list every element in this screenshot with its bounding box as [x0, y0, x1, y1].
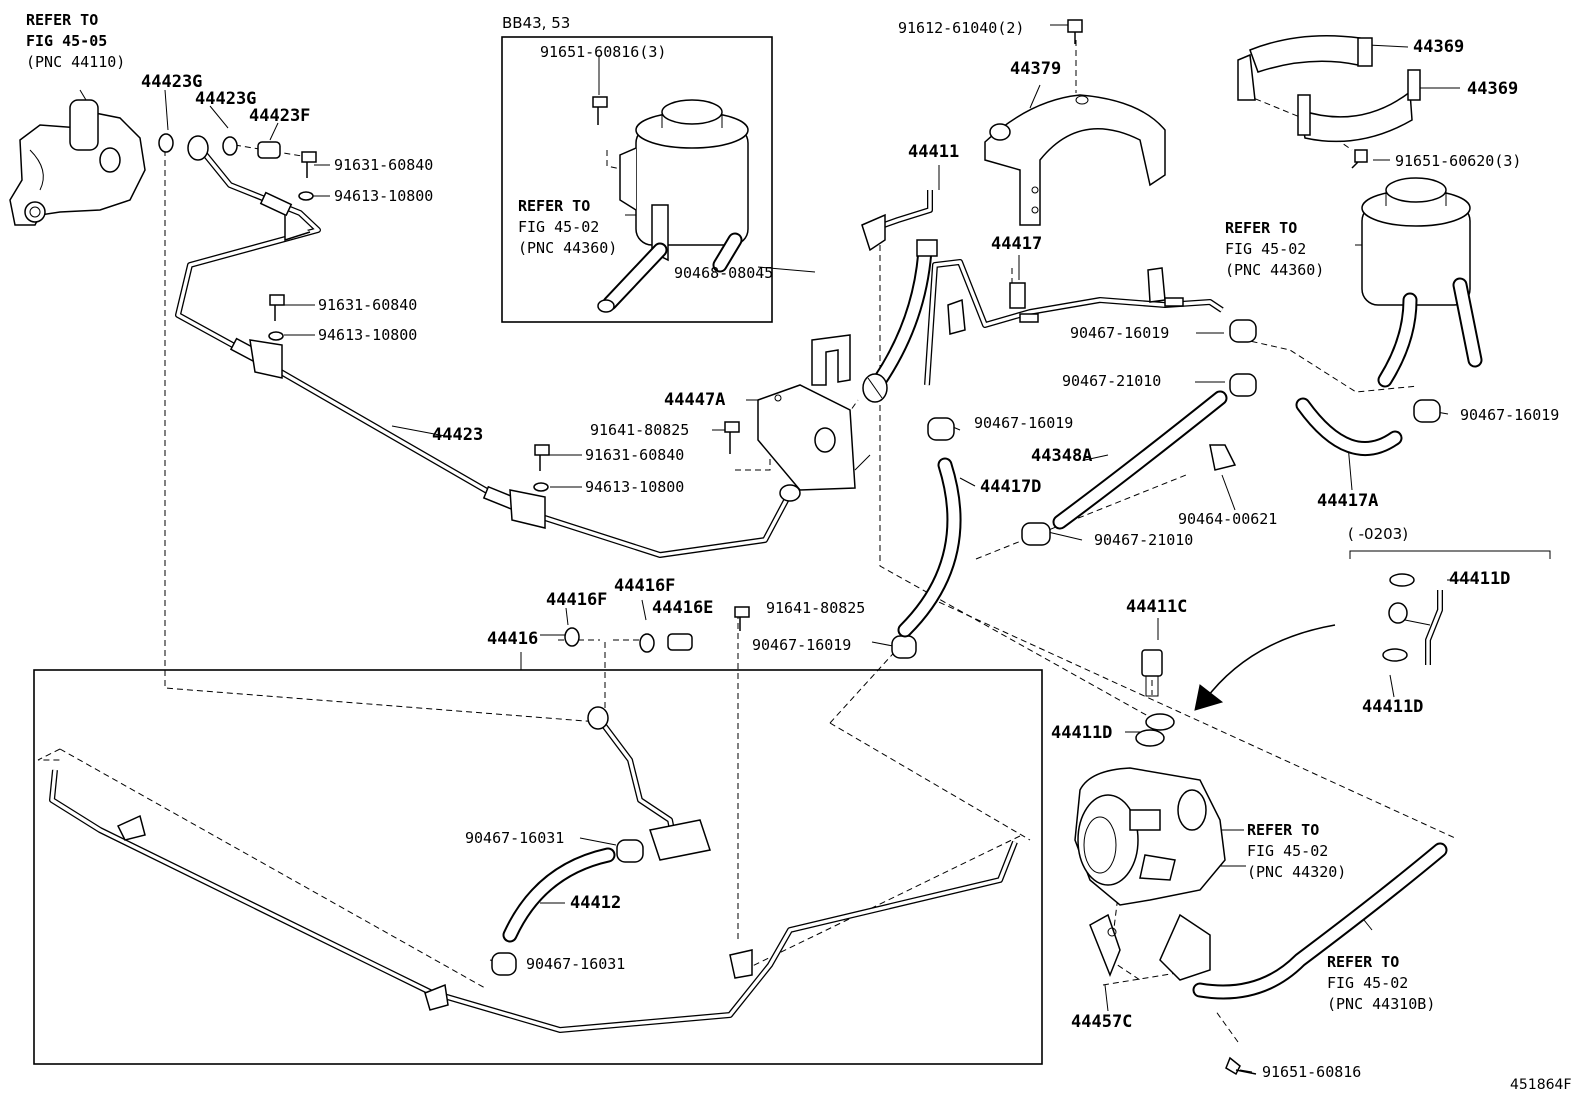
bracket-44379: [984, 19, 1166, 226]
bracket-44457C: [1089, 913, 1121, 978]
callout-44423[interactable]: 44423: [432, 425, 484, 445]
pump-ref-44110: [9, 99, 146, 226]
callout-90468-08045[interactable]: 90468-08045: [674, 264, 774, 282]
callout-44411C[interactable]: 44411C: [1126, 597, 1188, 617]
reservoir-44360-box: [592, 96, 749, 313]
callout-44348A[interactable]: 44348A: [1031, 446, 1093, 466]
callout-91651-60816[interactable]: 91651-60816: [1262, 1063, 1362, 1081]
callout-90467-21010-b[interactable]: 90467-21010: [1094, 531, 1194, 549]
variant-box-frame: [501, 36, 773, 323]
hose-44417D: [897, 457, 962, 638]
callout-90467-16019-d[interactable]: 90467-16019: [752, 636, 852, 654]
clamp-90467-16031-b: [491, 952, 517, 976]
hose-clamps: [491, 319, 1441, 976]
leader-lines: [79, 24, 1470, 1073]
callout-91631-60840-c[interactable]: 91631-60840: [585, 446, 685, 464]
callout-44423G-b[interactable]: 44423G: [195, 89, 257, 109]
callout-44379[interactable]: 44379: [1010, 59, 1062, 79]
clamp-90467-21010-a: [1229, 373, 1257, 397]
callout-94613-10800-a[interactable]: 94613-10800: [334, 187, 434, 205]
callout-44447A[interactable]: 44447A: [664, 390, 726, 410]
callout-90467-16031-a[interactable]: 90467-16031: [465, 829, 565, 847]
bolt-91651-60620: [1351, 149, 1368, 169]
clamp-90467-16019-a: [1229, 319, 1257, 343]
callout-90467-16031-b[interactable]: 90467-16031: [526, 955, 626, 973]
union-pump-outlet: [1159, 913, 1211, 981]
strap-44369-b: [1297, 69, 1421, 143]
callout-91641-80825-b[interactable]: 91641-80825: [766, 599, 866, 617]
date-range-label: ( -0203): [1348, 525, 1409, 543]
return-hose-44411: [861, 190, 938, 403]
callout-44423G-a[interactable]: 44423G: [141, 72, 203, 92]
bracket-44447A: [757, 334, 871, 491]
arrow-to-pump: [1204, 624, 1336, 701]
date-range-bracket: [1349, 550, 1551, 559]
clamp-90467-16019-b: [927, 417, 955, 441]
fastener-group-upper-left: [158, 133, 740, 492]
callout-91651-60816-3[interactable]: 91651-60816(3): [540, 43, 667, 61]
callout-44411D-b[interactable]: 44411D: [1362, 697, 1424, 717]
strap-44369-a: [1237, 34, 1373, 101]
callout-44416[interactable]: 44416: [487, 629, 539, 649]
clamp-90467-16019-c: [1413, 399, 1441, 423]
callout-44417D[interactable]: 44417D: [980, 477, 1042, 497]
clamp-90467-21010-b: [1021, 522, 1051, 546]
callout-94613-10800-c[interactable]: 94613-10800: [585, 478, 685, 496]
callout-91651-60620-3[interactable]: 91651-60620(3): [1395, 152, 1522, 170]
callout-44369-b[interactable]: 44369: [1467, 79, 1519, 99]
pressure-pipe-44423: [175, 135, 801, 558]
callout-94613-10800-b[interactable]: 94613-10800: [318, 326, 418, 344]
callout-44416F-b[interactable]: 44416F: [614, 576, 676, 596]
callout-90467-21010-a[interactable]: 90467-21010: [1062, 372, 1162, 390]
callout-90467-16019-c[interactable]: 90467-16019: [1460, 406, 1560, 424]
callout-44416E[interactable]: 44416E: [652, 598, 714, 618]
clamp-90464-00621: [1209, 444, 1237, 471]
hose-44310B: [1192, 842, 1448, 1000]
callout-90467-16019-a[interactable]: 90467-16019: [1070, 324, 1170, 342]
bolt-91651-60816: [1225, 1056, 1257, 1076]
pump-ref-44320: [1074, 649, 1257, 1076]
fastener-group-44416: [564, 606, 750, 653]
variant-box-label: BB43, 53: [502, 14, 571, 32]
reservoir-44360-right: [1361, 177, 1483, 388]
callout-44411D-c[interactable]: 44411D: [1051, 723, 1113, 743]
callout-44417A[interactable]: 44417A: [1317, 491, 1379, 511]
callout-44411D-a[interactable]: 44411D: [1449, 569, 1511, 589]
callout-44416F-a[interactable]: 44416F: [546, 590, 608, 610]
callout-91612-61040-2[interactable]: 91612-61040(2): [898, 19, 1025, 37]
gasket-44411D-pump: [1145, 713, 1175, 731]
callout-91631-60840-b[interactable]: 91631-60840: [318, 296, 418, 314]
callout-44411[interactable]: 44411: [908, 142, 960, 162]
hose-44348A: [1052, 390, 1228, 530]
callout-90464-00621[interactable]: 90464-00621: [1178, 510, 1278, 528]
callout-44423F[interactable]: 44423F: [249, 106, 311, 126]
hose-44417A: [1295, 397, 1403, 457]
clamp-90467-16031-a: [616, 839, 644, 863]
callout-44369-a[interactable]: 44369: [1413, 37, 1465, 57]
callout-90467-16019-b[interactable]: 90467-16019: [974, 414, 1074, 432]
callout-44457C[interactable]: 44457C: [1071, 1012, 1133, 1032]
callout-91631-60840-a[interactable]: 91631-60840: [334, 156, 434, 174]
union-44411C: [1141, 649, 1163, 677]
return-pipe-44417: [924, 259, 1224, 386]
callout-44412[interactable]: 44412: [570, 893, 622, 913]
clamp-90467-16019-d: [891, 635, 917, 659]
hose-44412: [502, 847, 616, 943]
callout-44417[interactable]: 44417: [991, 234, 1043, 254]
variant-detail-44411D: [1194, 573, 1443, 711]
sub-assembly-frame-44416: [33, 669, 1043, 1065]
pipe-44416: [49, 706, 1018, 1033]
callout-91641-80825-a[interactable]: 91641-80825: [590, 421, 690, 439]
figure-code: 451864F: [1510, 1077, 1572, 1093]
